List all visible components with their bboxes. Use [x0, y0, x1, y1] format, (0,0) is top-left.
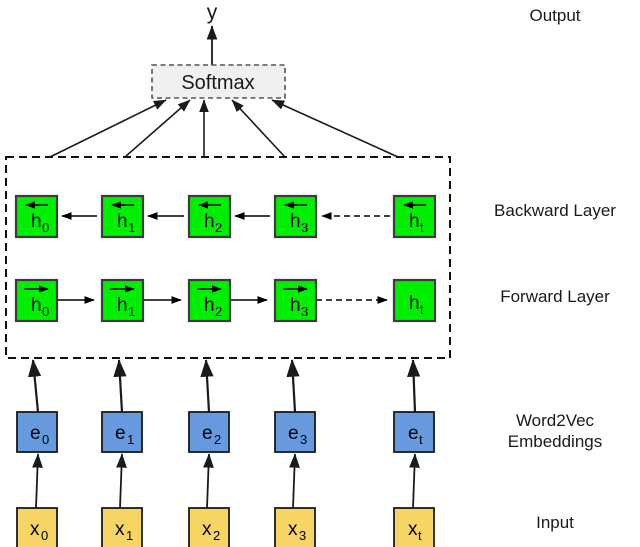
forward-node-3: h 3 — [273, 278, 318, 323]
forward-node-label: h — [117, 295, 128, 316]
forward-node-subscript: 3 — [301, 304, 308, 319]
backward-node-subscript: 0 — [42, 220, 49, 235]
backward-node-label: h — [31, 211, 42, 232]
softmax-label: Softmax — [181, 72, 254, 94]
forward-node-label: h — [290, 295, 301, 316]
input-node-subscript: 0 — [41, 528, 48, 543]
forward-node-subscript: t — [420, 302, 424, 317]
embedding-node-1: e 1 — [101, 411, 143, 453]
embedding-node-label: e — [115, 423, 126, 444]
input-to-embedding-arrows — [32, 453, 420, 509]
backward-layer-nodes: h 0 h 1 h 2 h 3 — [14, 194, 437, 239]
input-node-label: x — [288, 519, 298, 540]
input-node-subscript: 3 — [299, 528, 306, 543]
input-node-2: x 2 — [188, 507, 230, 547]
input-node-subscript: 1 — [126, 528, 133, 543]
embedding-node-subscript: 2 — [214, 432, 221, 447]
forward-layer-nodes: h 0 h 1 h 2 h 3 h — [14, 278, 437, 323]
input-node-label: x — [408, 519, 418, 540]
embedding-node-label: e — [30, 423, 41, 444]
rnn-to-softmax-arrows — [49, 99, 399, 158]
backward-node-subscript: 3 — [301, 220, 308, 235]
forward-node-1: h 1 — [100, 278, 145, 323]
row-label-embeddings: Word2Vec Embeddings — [470, 410, 640, 453]
backward-node-subscript: 2 — [215, 220, 222, 235]
input-node-label: x — [202, 519, 212, 540]
embedding-node-subscript: 1 — [127, 432, 134, 447]
forward-node-label: h — [31, 295, 42, 316]
rnn-block-boundary — [5, 156, 451, 359]
forward-node-subscript: 1 — [128, 304, 135, 319]
backward-node-label: h — [117, 211, 128, 232]
embedding-node-label: e — [202, 423, 213, 444]
embedding-layer-nodes: e 0 e 1 e 2 e 3 e t — [16, 411, 435, 453]
embedding-node-subscript: 3 — [300, 432, 307, 447]
forward-node-t: h t — [392, 278, 437, 323]
embedding-node-t: e t — [393, 411, 435, 453]
row-label-embeddings-line1: Word2Vec — [515, 411, 595, 430]
embedding-node-3: e 3 — [274, 411, 316, 453]
backward-node-subscript: 1 — [128, 220, 135, 235]
row-label-input: Input — [536, 513, 574, 532]
embedding-node-subscript: t — [419, 432, 423, 447]
input-node-0: x 0 — [16, 507, 58, 547]
backward-node-subscript: t — [420, 220, 424, 235]
backward-node-1: h 1 — [100, 194, 145, 239]
embedding-node-subscript: 0 — [42, 432, 49, 447]
softmax-node: Softmax — [151, 64, 286, 99]
embedding-node-0: e 0 — [16, 411, 58, 453]
row-label-forward-layer: Forward Layer — [500, 287, 610, 306]
embedding-node-label: e — [288, 423, 299, 444]
input-node-t: x t — [393, 507, 435, 547]
backward-node-2: h 2 — [187, 194, 232, 239]
backward-node-0: h 0 — [14, 194, 59, 239]
input-node-label: x — [30, 519, 40, 540]
forward-node-label: h — [409, 293, 420, 314]
input-node-subscript: 2 — [213, 528, 220, 543]
embedding-to-rnn-arrows — [28, 359, 421, 413]
backward-node-3: h 3 — [273, 194, 318, 239]
backward-node-label: h — [409, 211, 420, 232]
input-node-subscript: t — [418, 528, 422, 543]
row-label-embeddings-line2: Embeddings — [507, 432, 603, 452]
forward-node-label: h — [204, 295, 215, 316]
forward-node-subscript: 0 — [42, 304, 49, 319]
input-layer-nodes: x 0 x 1 x 2 x 3 x t — [16, 507, 435, 547]
forward-node-2: h 2 — [187, 278, 232, 323]
row-label-backward-layer: Backward Layer — [494, 201, 616, 220]
output-symbol-y: y — [207, 1, 218, 24]
embedding-node-label: e — [408, 423, 419, 444]
input-node-label: x — [115, 519, 125, 540]
backward-node-t: h t — [392, 194, 437, 239]
row-label-output: Output — [529, 6, 581, 25]
input-node-3: x 3 — [274, 507, 316, 547]
backward-node-label: h — [204, 211, 215, 232]
input-node-1: x 1 — [101, 507, 143, 547]
forward-node-0: h 0 — [14, 278, 59, 323]
forward-node-subscript: 2 — [215, 304, 222, 319]
backward-node-label: h — [290, 211, 301, 232]
embedding-node-2: e 2 — [188, 411, 230, 453]
